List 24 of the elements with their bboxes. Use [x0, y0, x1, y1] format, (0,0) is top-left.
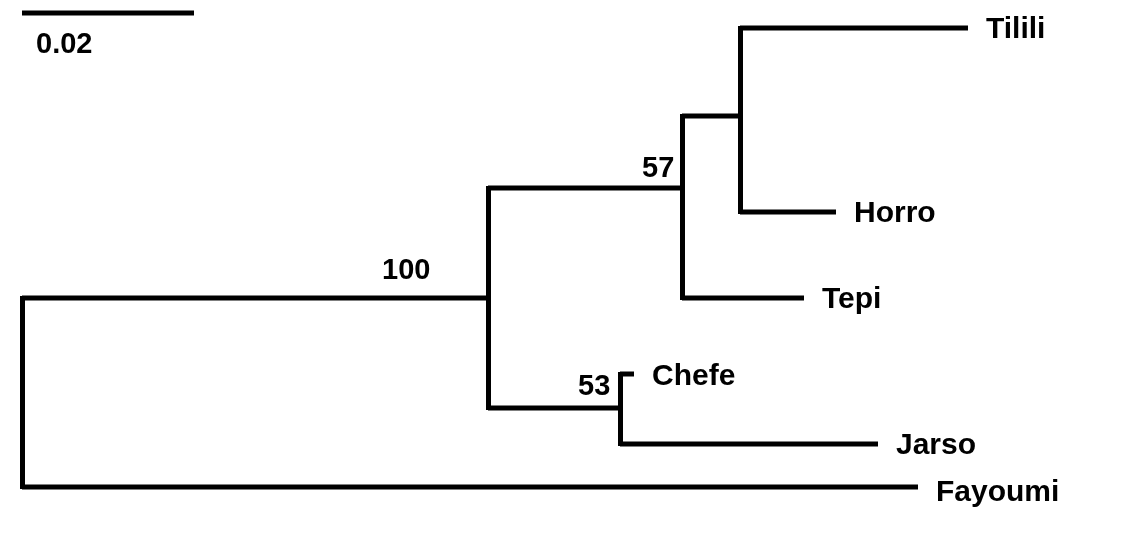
tree-branch [488, 405, 618, 411]
bootstrap-value: 57 [642, 150, 675, 184]
bootstrap-value: 100 [382, 252, 431, 286]
tree-branch [620, 441, 878, 447]
taxon-label: Chefe [634, 357, 736, 393]
bootstrap-value: 53 [578, 368, 611, 402]
clade-bar [20, 296, 25, 489]
taxon-label: Horro [836, 194, 936, 230]
tree-branch [22, 484, 918, 490]
tree-branch [682, 295, 804, 301]
scale-label: 0.02 [36, 26, 93, 60]
tree-branch [488, 185, 680, 191]
tree-branch [740, 209, 836, 215]
taxon-label: Tilili [968, 10, 1046, 46]
clade-bar [486, 186, 491, 410]
tree-branch [682, 113, 738, 119]
tree-branch [740, 25, 968, 31]
clade-bar [618, 372, 623, 446]
clade-bar [738, 26, 743, 214]
taxon-label: Tepi [804, 280, 882, 316]
clade-bar [680, 114, 685, 300]
tree-branch [22, 295, 486, 301]
taxon-label: Jarso [878, 426, 977, 462]
taxon-label: Fayoumi [918, 473, 1060, 509]
